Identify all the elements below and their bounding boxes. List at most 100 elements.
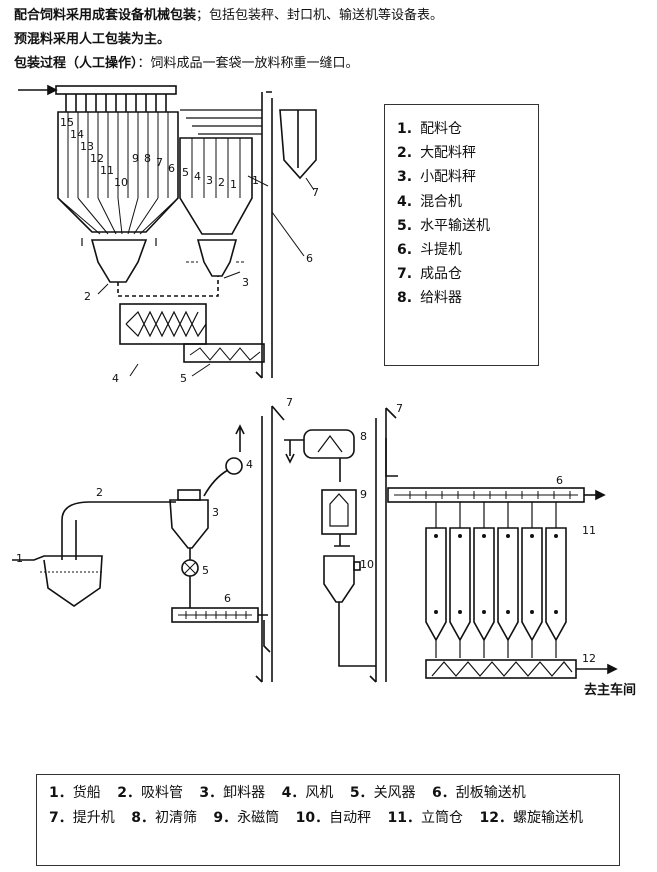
legend-label: 关风器 — [373, 785, 416, 801]
auto-scale-sensor — [353, 561, 361, 571]
legend-label: 小配料秤 — [420, 169, 477, 186]
legend-entry: 6．刮板输送机 — [432, 785, 526, 801]
legend-num: 2. — [397, 145, 413, 162]
intro-line-1-rest: ；包括包装秤、封口机、输送机等设备表。 — [196, 8, 444, 23]
rotary-valve-cross — [183, 561, 197, 575]
legend-label: 混合机 — [420, 193, 463, 210]
legend-entry: 1．货船 — [49, 785, 101, 801]
legend-entry: 2．吸料管 — [117, 785, 183, 801]
product-bins — [279, 109, 317, 180]
legend-item: 5. 水平输送机 — [397, 214, 538, 238]
legend-num: 3． — [199, 785, 224, 801]
bin-number: 13 — [80, 140, 94, 153]
intro-line-3-bold: 包装过程（人工操作） — [14, 56, 138, 71]
callout: 12 — [582, 652, 596, 665]
callout: 1 — [252, 174, 259, 187]
legend-top: 1.配料仓 2.大配料秤 3.小配料秤 4.混合机 5.水平输送机 6.斗提机 … — [384, 104, 539, 366]
bucket-elevator — [255, 91, 273, 379]
legend-entry: 12．螺旋输送机 — [479, 810, 582, 826]
intro-line-1: 配合饲料采用成套设备机械包装；包括包装秤、封口机、输送机等设备表。 — [14, 6, 443, 26]
elevator-right — [369, 407, 397, 683]
big-bin-feed-lines — [65, 94, 167, 112]
callout: 8 — [360, 430, 367, 443]
legend-num: 12． — [479, 810, 513, 826]
scraper-conveyor-top-flights — [394, 491, 578, 499]
legend-entry: 9．永磁筒 — [213, 810, 279, 826]
callout: 7 — [286, 396, 293, 409]
big-bin-dividers — [67, 112, 169, 198]
legend-label: 初清筛 — [154, 810, 197, 826]
bin-number: 3 — [206, 174, 213, 187]
elevator-right-discharge — [385, 438, 398, 477]
legend-label: 大配料秤 — [420, 145, 477, 162]
callout: 5 — [180, 372, 187, 385]
legend-num: 6. — [397, 242, 413, 259]
legend-label: 斗提机 — [420, 242, 463, 259]
callout: 4 — [246, 458, 253, 471]
bin-number: 12 — [90, 152, 104, 165]
feed-arrow-head — [47, 84, 58, 96]
legend-label: 货船 — [72, 785, 101, 801]
bin-number: 14 — [70, 128, 84, 141]
intro-line-2-text: 预混料采用人工包装为主。 — [14, 32, 171, 47]
bin-number: 2 — [218, 176, 225, 189]
big-scale-hangers — [81, 238, 157, 246]
unloader-cyclone — [169, 499, 209, 549]
small-batching-bins — [179, 137, 253, 235]
destination-label: 去主车间 — [584, 682, 636, 698]
bin-number: 15 — [60, 116, 74, 129]
precleaner — [303, 429, 355, 459]
top-header-conveyor — [55, 85, 177, 95]
bin-number: 7 — [156, 156, 163, 169]
small-bin-feed-lines — [180, 109, 262, 135]
small-scale — [196, 239, 238, 277]
silos — [425, 502, 567, 658]
legend-entry: 11．立筒仓 — [388, 810, 463, 826]
callout: 2 — [84, 290, 91, 303]
legend-label: 提升机 — [72, 810, 115, 826]
legend-label: 给料器 — [420, 290, 463, 307]
intro-line-2: 预混料采用人工包装为主。 — [14, 30, 170, 50]
small-bin-dividers — [191, 138, 241, 198]
callout: 3 — [242, 276, 249, 289]
auto-scale-pipes — [338, 534, 376, 667]
elevator-left — [255, 405, 285, 683]
fan — [225, 457, 243, 475]
legend-label: 成品仓 — [420, 266, 463, 283]
scale-to-mixer-line — [117, 276, 219, 297]
legend-num: 5. — [397, 217, 413, 234]
precleaner-screen — [317, 435, 343, 453]
callout: 6 — [556, 474, 563, 487]
top-callout-leaders — [97, 175, 315, 377]
bin-number: 8 — [144, 152, 151, 165]
legend-entry: 5．关风器 — [350, 785, 416, 801]
callout: 1 — [16, 552, 23, 565]
big-scale — [90, 239, 148, 283]
legend-num: 1． — [49, 785, 73, 801]
legend-num: 4. — [397, 193, 413, 210]
mixer — [119, 303, 207, 345]
callout: 7 — [312, 186, 319, 199]
horizontal-conveyor — [183, 343, 265, 363]
intro-line-3-rest: ：饲料成品一套袋一放料称重一缝口。 — [137, 56, 359, 71]
legend-label: 立筒仓 — [421, 810, 464, 826]
legend-label: 自动秤 — [329, 810, 372, 826]
intro-line-3: 包装过程（人工操作）：饲料成品一套袋一放料称重一缝口。 — [14, 54, 359, 74]
legend-num: 8. — [397, 290, 413, 307]
precleaner-pipes — [284, 439, 341, 482]
silo-port-markers — [434, 534, 558, 614]
legend-entry: 7．提升机 — [49, 810, 115, 826]
legend-num: 5． — [349, 785, 374, 801]
legend-num: 4． — [281, 785, 306, 801]
elevator-left-boot — [258, 614, 271, 653]
legend-item: 3.小配料秤 — [397, 165, 538, 189]
bin-number: 1 — [230, 178, 237, 191]
unloader-top — [177, 489, 201, 501]
legend-label: 螺旋输送机 — [512, 810, 583, 826]
bin-number: 4 — [194, 170, 201, 183]
legend-label: 水平输送机 — [420, 217, 491, 234]
callout: 7 — [396, 402, 403, 415]
legend-label: 卸料器 — [223, 785, 266, 801]
legend-label: 吸料管 — [140, 785, 183, 801]
